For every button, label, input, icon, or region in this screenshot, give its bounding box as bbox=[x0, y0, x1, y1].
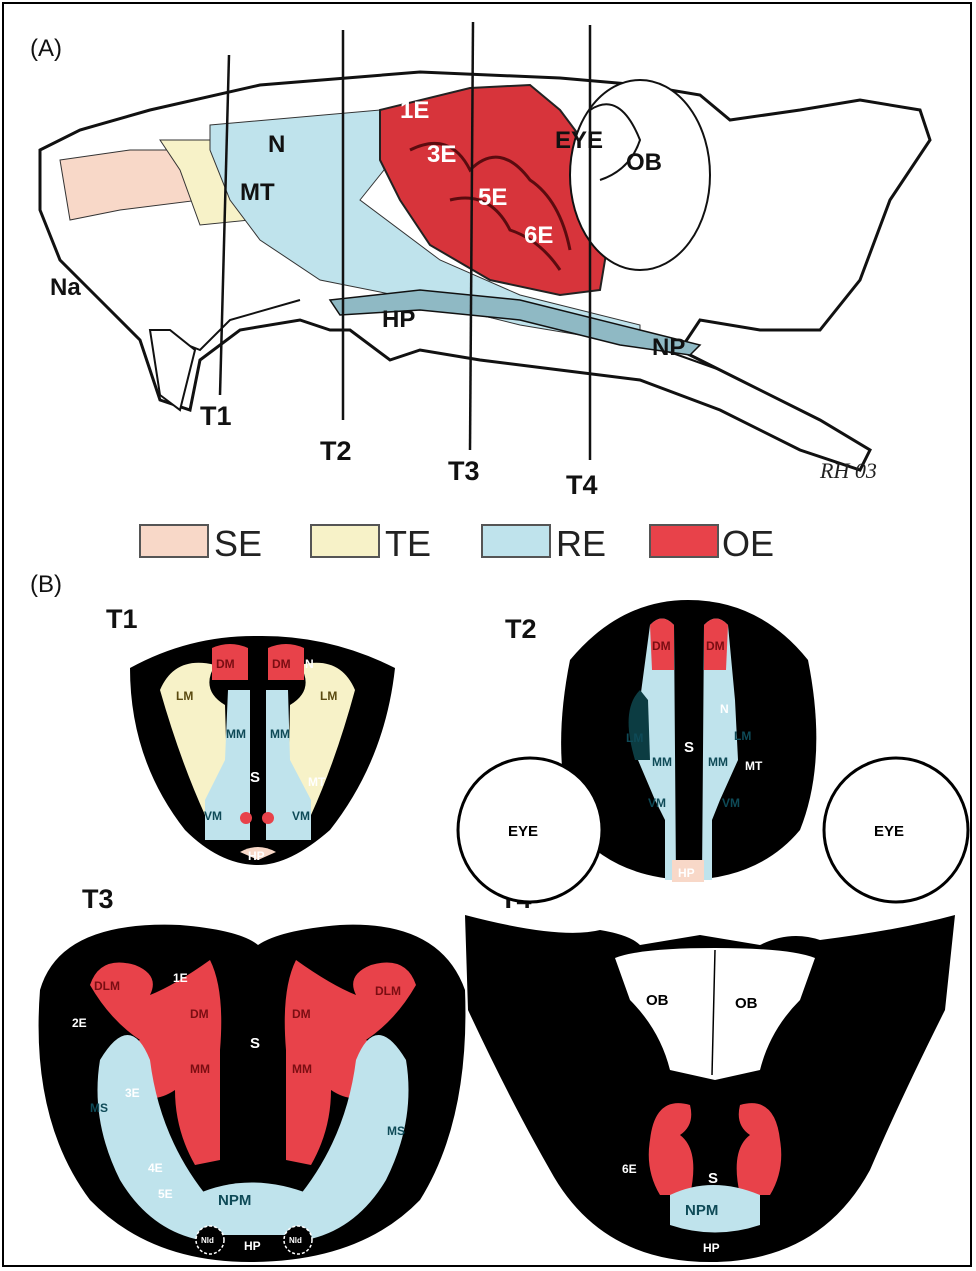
t3-5e: 5E bbox=[158, 1187, 173, 1201]
t3-3e: 3E bbox=[125, 1086, 140, 1100]
t2-title: T2 bbox=[505, 614, 537, 644]
t3-hp: HP bbox=[244, 1239, 261, 1253]
legend-label-te: TE bbox=[385, 523, 431, 564]
t3-nld-left: Nld bbox=[201, 1236, 214, 1245]
label-3e: 3E bbox=[427, 141, 456, 168]
t1-dm-right: DM bbox=[272, 657, 291, 671]
t4-eye-right: EYE bbox=[874, 823, 904, 840]
t3-s: S bbox=[250, 1035, 260, 1052]
signature: RH 03 bbox=[819, 458, 877, 483]
t1-vm-left: VM bbox=[204, 809, 222, 823]
label-na: Na bbox=[50, 274, 81, 301]
t3-dlm-left: DLM bbox=[94, 979, 120, 993]
t3-4e: 4E bbox=[148, 1161, 163, 1175]
t3-ms-left: MS bbox=[90, 1101, 108, 1115]
t1-title: T1 bbox=[106, 604, 138, 634]
t1-vm-right: VM bbox=[292, 809, 310, 823]
t2-mm-right: MM bbox=[708, 755, 728, 769]
t2-mt: MT bbox=[745, 759, 763, 773]
t2-lm-right: LM bbox=[734, 729, 751, 743]
t2-dm-right: DM bbox=[706, 639, 725, 653]
section-label-t1: T1 bbox=[200, 401, 232, 431]
t2-mm-left: MM bbox=[652, 755, 672, 769]
label-mt: MT bbox=[240, 179, 275, 206]
t3-dm-right: DM bbox=[292, 1007, 311, 1021]
legend-swatch-re bbox=[482, 525, 550, 557]
legend-swatch-te bbox=[311, 525, 379, 557]
t3-ms-right: MS bbox=[387, 1124, 405, 1138]
label-n: N bbox=[268, 131, 285, 158]
t3-dlm-right: DLM bbox=[375, 984, 401, 998]
t4-hp: HP bbox=[703, 1241, 720, 1255]
section-label-t4: T4 bbox=[566, 470, 598, 500]
legend: SE TE RE OE bbox=[140, 523, 774, 564]
label-np: NP bbox=[652, 334, 685, 361]
label-hp: HP bbox=[382, 306, 415, 333]
legend-label-oe: OE bbox=[722, 523, 774, 564]
legend-label-se: SE bbox=[214, 523, 262, 564]
t4-npm: NPM bbox=[685, 1202, 718, 1219]
section-label-t2: T2 bbox=[320, 436, 352, 466]
t1-s: S bbox=[250, 769, 260, 786]
t2-s: S bbox=[684, 739, 694, 756]
legend-swatch-se bbox=[140, 525, 208, 557]
t1-mm-right: MM bbox=[270, 727, 290, 741]
t1-hp: HP bbox=[248, 849, 265, 863]
t2-hp: HP bbox=[678, 866, 695, 880]
label-eye: EYE bbox=[555, 127, 603, 154]
t3-title: T3 bbox=[82, 884, 114, 914]
t1-dm-left: DM bbox=[216, 657, 235, 671]
legend-swatch-oe bbox=[650, 525, 718, 557]
section-label-t3: T3 bbox=[448, 456, 480, 486]
label-5e: 5E bbox=[478, 184, 507, 211]
label-ob: OB bbox=[626, 149, 662, 176]
panel-a-tag: (A) bbox=[30, 35, 62, 62]
t3-nld-right: Nld bbox=[289, 1236, 302, 1245]
label-1e: 1E bbox=[400, 97, 429, 124]
t4-ob-right: OB bbox=[735, 995, 758, 1012]
t2-n: N bbox=[720, 702, 729, 716]
t3-mm-right: MM bbox=[292, 1062, 312, 1076]
t3-1e: 1E bbox=[173, 971, 188, 985]
t4-6e: 6E bbox=[622, 1162, 637, 1176]
t1-mm-left: MM bbox=[226, 727, 246, 741]
label-6e: 6E bbox=[524, 222, 553, 249]
t3-npm: NPM bbox=[218, 1192, 251, 1209]
t2-vm-right: VM bbox=[722, 796, 740, 810]
t4-s: S bbox=[708, 1170, 718, 1187]
t1-mt: MT bbox=[308, 775, 326, 789]
skull-drawing bbox=[40, 72, 930, 470]
t3-2e: 2E bbox=[72, 1016, 87, 1030]
t2-dm-left: DM bbox=[652, 639, 671, 653]
section-t1: T1 DM DM N LM LM MM MM S MT VM VM HP bbox=[106, 604, 395, 865]
panel-b-tag: (B) bbox=[30, 571, 62, 598]
t1-lm-left: LM bbox=[176, 689, 193, 703]
section-t3: T3 DLM DLM 1E 2E 3E 4E 5E DM DM S MM MM … bbox=[39, 884, 466, 1262]
t3-mm-left: MM bbox=[190, 1062, 210, 1076]
t3-dm-left: DM bbox=[190, 1007, 209, 1021]
t4-ob-left: OB bbox=[646, 992, 669, 1009]
legend-label-re: RE bbox=[556, 523, 606, 564]
t4-eye-left: EYE bbox=[508, 823, 538, 840]
t1-n: N bbox=[305, 657, 314, 671]
t2-vm-left: VM bbox=[648, 796, 666, 810]
t1-lm-right: LM bbox=[320, 689, 337, 703]
t2-lm-left: LM bbox=[626, 731, 643, 745]
